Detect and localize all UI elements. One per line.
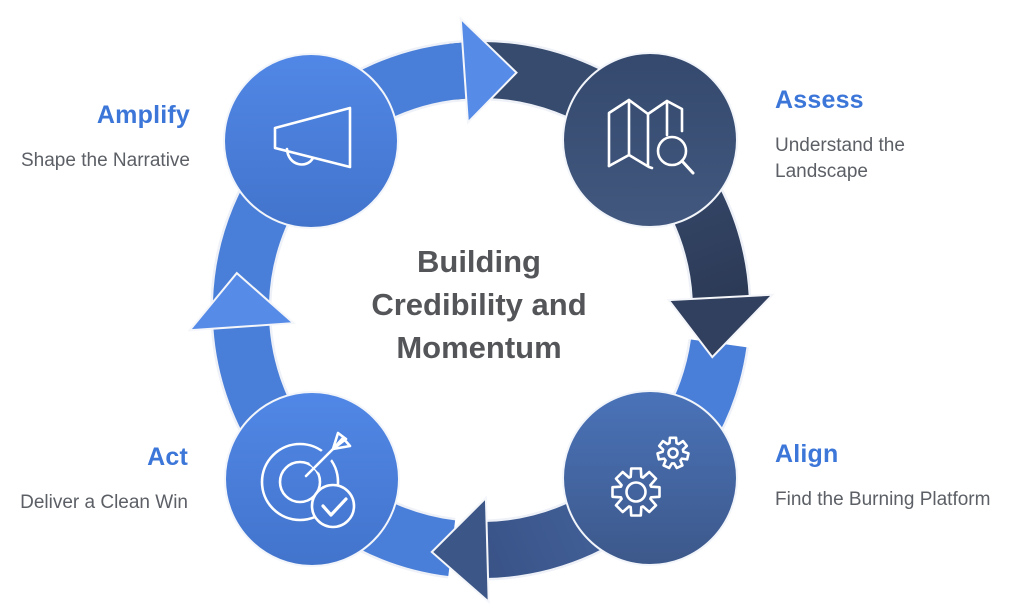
diagram-title-line-1: Building xyxy=(417,244,541,279)
step-act-description: Deliver a Clean Win xyxy=(20,492,188,513)
step-assess-title: Assess xyxy=(775,86,864,114)
arrow-bottom-icon xyxy=(430,495,490,605)
step-assess-label-block: Assess Understand the Landscape xyxy=(775,87,950,185)
gear-large xyxy=(611,467,661,517)
node-amplify-circle xyxy=(223,53,399,229)
arrow-right-icon xyxy=(666,293,776,359)
node-act-circle xyxy=(224,391,400,567)
map-search-icon xyxy=(607,98,695,175)
diagram-title-line-2: Credibility and xyxy=(371,287,587,322)
step-amplify-title: Amplify xyxy=(96,101,190,129)
step-amplify-label-block: Amplify Shape the Narrative xyxy=(0,102,190,174)
target-check-icon xyxy=(260,427,356,529)
step-align-title: Align xyxy=(775,440,839,468)
arrow-left-icon xyxy=(187,271,296,332)
step-amplify-description: Shape the Narrative xyxy=(21,150,190,171)
gears-icon xyxy=(611,436,690,517)
megaphone-icon xyxy=(273,106,352,169)
arrow-top-icon xyxy=(459,16,518,125)
diagram-title-line-3: Momentum xyxy=(396,330,562,365)
diagram-title: Building Credibility and Momentum xyxy=(317,240,641,369)
gear-small xyxy=(656,436,690,470)
step-assess-description: Understand the Landscape xyxy=(775,135,905,182)
step-align-label-block: Align Find the Burning Platform xyxy=(775,441,1024,513)
step-act-label-block: Act Deliver a Clean Win xyxy=(0,444,188,516)
node-align-circle xyxy=(562,390,738,566)
step-act-title: Act xyxy=(147,443,188,471)
node-assess-circle xyxy=(562,52,738,228)
step-align-description: Find the Burning Platform xyxy=(775,489,991,510)
